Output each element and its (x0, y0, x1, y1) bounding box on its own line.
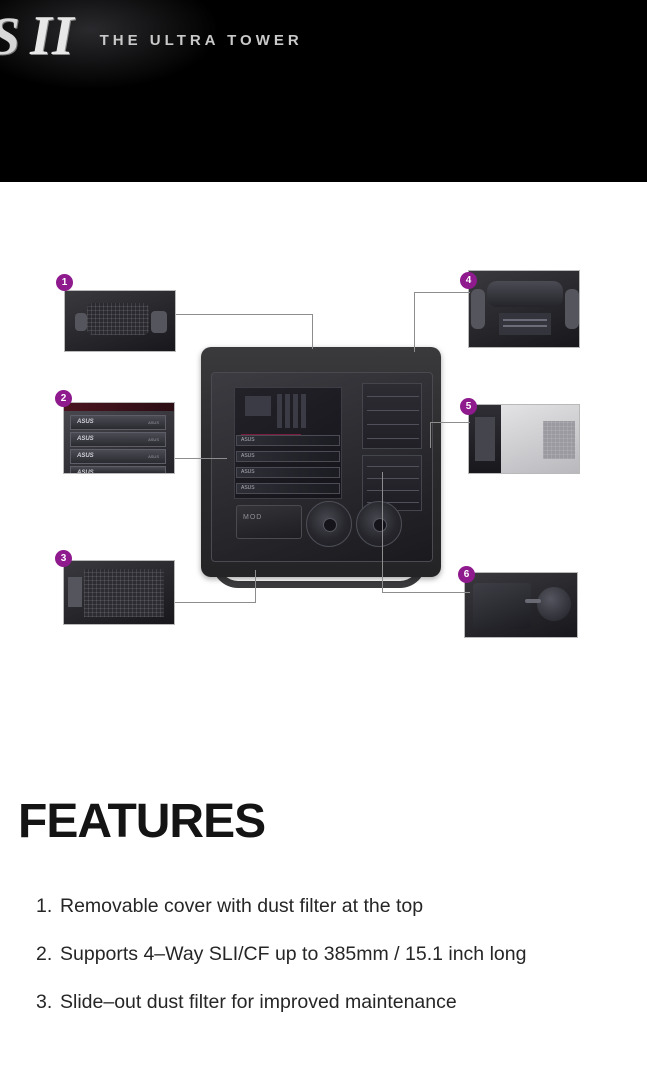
feature-text: Removable cover with dust filter at the … (60, 895, 424, 917)
feature-text: Supports 4–Way SLI/CF up to 385mm / 15.1… (60, 943, 527, 965)
diagram-area: ASUS ASUS ASUS ASUS MOD (0, 182, 647, 742)
top-panel-lid (487, 281, 563, 307)
feature-number: 1. (36, 895, 53, 917)
badge-6: 6 (458, 566, 475, 583)
graphics-card: ASUS (236, 451, 340, 462)
feature-item: 1. Removable cover with dust filter at t… (36, 892, 626, 920)
gpu-brand-label: ASUS (241, 469, 255, 475)
leader-line-3b (255, 570, 256, 603)
feature-item: 3. Slide–out dust filter for improved ma… (36, 988, 626, 1016)
power-supply: MOD (236, 505, 302, 539)
gpu-brand-label: ASUS (241, 437, 255, 443)
cover-edge (75, 313, 87, 331)
feature-number: 2. (36, 943, 53, 965)
thumb-expansion-slots[interactable]: ASUS ASUS ASUS ASUS ASUS ASUS ASUS (63, 402, 175, 474)
bay-divider (367, 396, 419, 397)
slot-brand-label: ASUS (77, 470, 94, 474)
bay-vent-mesh (543, 421, 575, 459)
graphics-card: ASUS (236, 435, 340, 446)
gpu-brand-label: ASUS (241, 485, 255, 491)
cover-edge (151, 311, 167, 333)
ram-slot (285, 394, 290, 428)
io-panel (499, 313, 551, 335)
logo-series-letter: S (0, 5, 20, 67)
io-line (503, 325, 547, 327)
leader-line-5b (430, 422, 431, 448)
dust-filter-mesh (87, 303, 149, 335)
product-logo: S II The Ultra Tower (0, 5, 303, 67)
expansion-slot: ASUS (70, 466, 166, 474)
bay-divider (367, 490, 419, 491)
graphics-card: ASUS (236, 467, 340, 478)
logo-tagline: The Ultra Tower (99, 31, 303, 49)
leader-line-4 (414, 292, 470, 293)
psu-brand-label: MOD (243, 514, 263, 521)
case-side-window: ASUS ASUS ASUS ASUS MOD (211, 372, 433, 562)
top-banner: S II The Ultra Tower (0, 0, 647, 182)
thumb-liquid-cooler[interactable] (464, 572, 578, 638)
thumb-top-panel[interactable] (468, 270, 580, 348)
slot-header-strip (64, 403, 174, 411)
pump-block (537, 587, 571, 621)
panel-side (471, 289, 485, 329)
radiator (473, 583, 531, 629)
slot-model-label: ASUS (148, 437, 159, 442)
bay-divider (367, 478, 419, 479)
filter-handle (68, 577, 82, 607)
bay-rail (475, 417, 495, 461)
bay-divider (367, 438, 419, 439)
optical-bay-stack (362, 383, 422, 449)
case-fan (306, 501, 352, 547)
leader-line-3 (175, 602, 255, 603)
feature-number: 3. (36, 991, 53, 1013)
features-heading: FEATURES (18, 795, 266, 848)
slot-brand-label: ASUS (77, 419, 94, 425)
feature-text: Slide–out dust filter for improved maint… (60, 991, 457, 1013)
gpu-brand-label: ASUS (241, 453, 255, 459)
features-list: 1. Removable cover with dust filter at t… (36, 892, 626, 1036)
slot-brand-label: ASUS (77, 436, 94, 442)
features-section: FEATURES 1. Removable cover with dust fi… (0, 742, 647, 1080)
graphics-card: ASUS (236, 483, 340, 494)
slot-model-label: ASUS (148, 454, 159, 459)
slot-brand-label: ASUS (77, 453, 94, 459)
bay-divider (367, 466, 419, 467)
badge-5: 5 (460, 398, 477, 415)
cpu-socket (245, 396, 271, 416)
panel-side (565, 289, 579, 329)
coolant-tube (525, 599, 541, 603)
thumb-drive-bay[interactable] (468, 404, 580, 474)
leader-line-4b (414, 292, 415, 352)
ram-slot (277, 394, 282, 428)
badge-2: 2 (55, 390, 72, 407)
feature-item: 2. Supports 4–Way SLI/CF up to 385mm / 1… (36, 940, 626, 968)
bay-divider (367, 502, 419, 503)
ram-slot (301, 394, 306, 428)
bay-divider (367, 424, 419, 425)
thumb-dust-filter[interactable] (63, 560, 175, 625)
thumb-top-cover[interactable] (64, 290, 176, 352)
ram-slot (293, 394, 298, 428)
leader-line-1b (312, 314, 313, 349)
dust-filter-mesh (84, 569, 164, 617)
leader-line-2 (175, 458, 227, 459)
case-fan (356, 501, 402, 547)
badge-4: 4 (460, 272, 477, 289)
leader-line-1 (176, 314, 313, 315)
leader-line-6 (382, 592, 470, 593)
leader-line-5 (430, 422, 470, 423)
expansion-slot: ASUS ASUS (70, 449, 166, 464)
expansion-slot: ASUS ASUS (70, 432, 166, 447)
io-line (503, 319, 547, 321)
leader-line-6b (382, 472, 383, 592)
expansion-slot: ASUS ASUS (70, 415, 166, 430)
badge-3: 3 (55, 550, 72, 567)
bay-divider (367, 410, 419, 411)
badge-1: 1 (56, 274, 73, 291)
logo-mark: II (30, 5, 74, 67)
slot-model-label: ASUS (148, 420, 159, 425)
